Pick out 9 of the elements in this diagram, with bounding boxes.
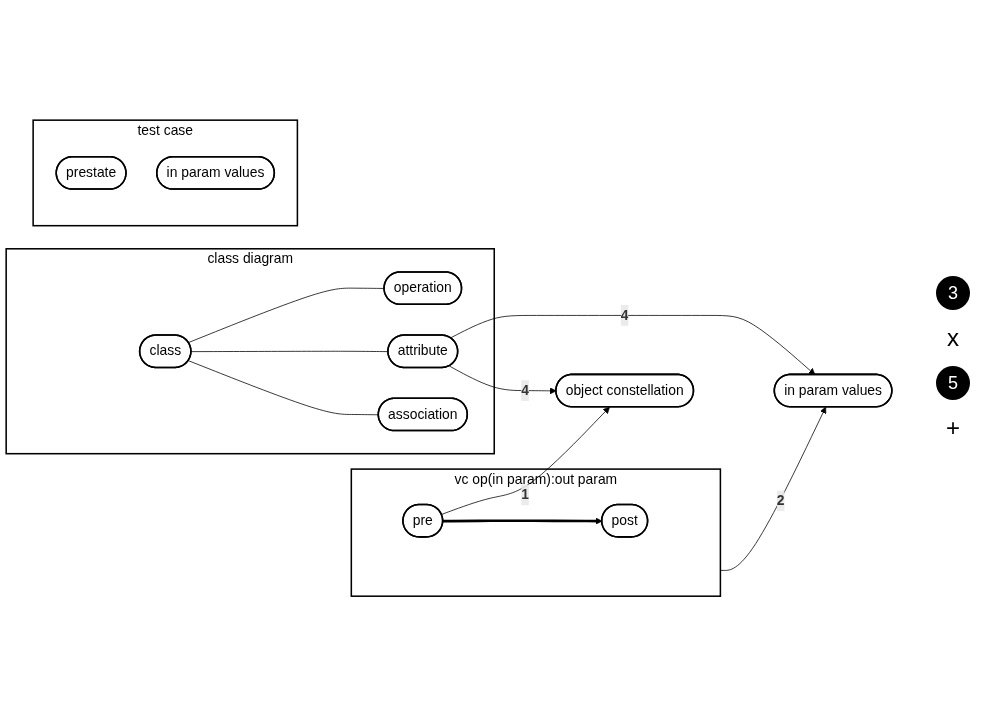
edge-label: 4 (620, 307, 629, 324)
step-number: 3 (936, 275, 970, 310)
operator-sign: x (947, 323, 959, 352)
edge-label: 4 (521, 382, 529, 399)
connector (188, 288, 385, 344)
edge-label: 2 (776, 493, 785, 509)
step-number: 5 (936, 365, 970, 400)
operator-sign: + (946, 413, 960, 442)
edge-label: 1 (521, 487, 529, 503)
